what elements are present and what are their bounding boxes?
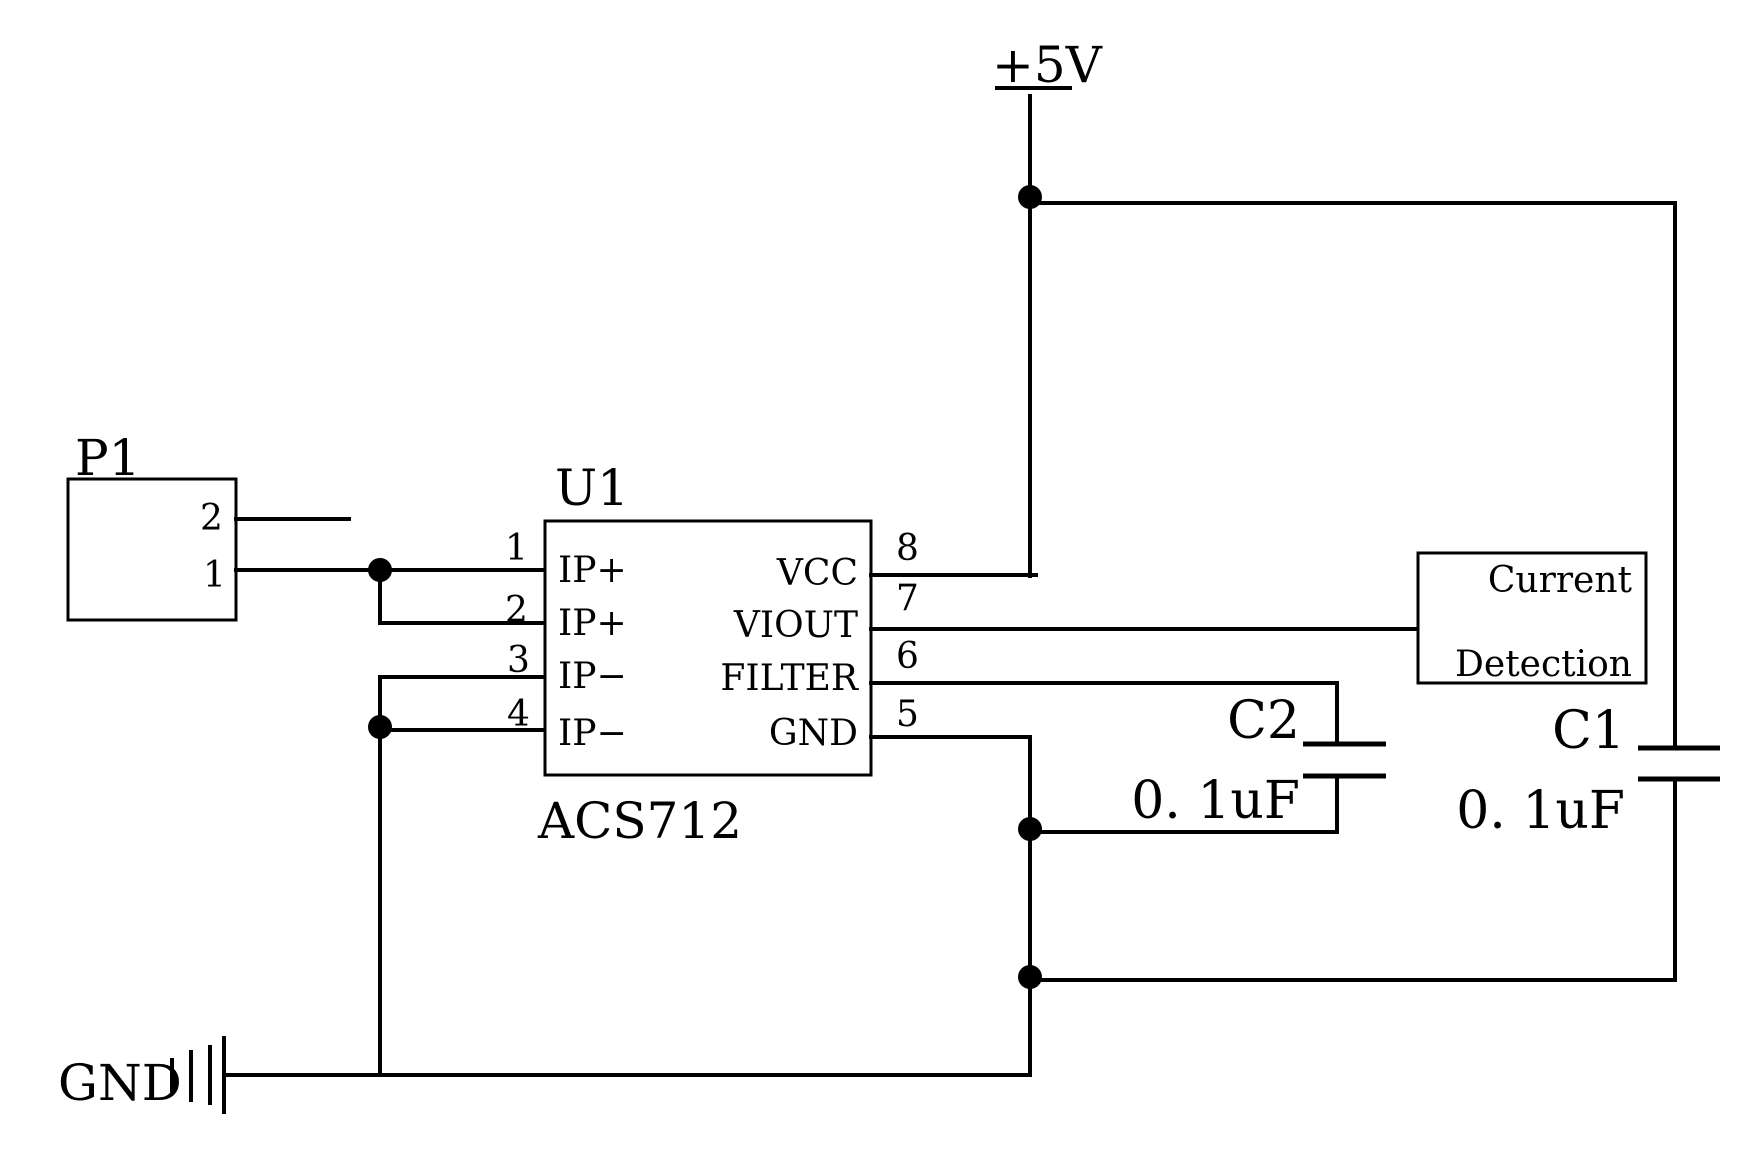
net-ip-plus — [368, 558, 547, 625]
ic-ref: U1 — [555, 459, 629, 517]
ic-pin-name-2: IP+ — [558, 603, 627, 644]
c1-ref: C1 — [1552, 701, 1625, 761]
ic-pin-name-5: GND — [769, 713, 858, 754]
ic-u1: U1 ACS712 1 2 3 4 IP+ IP+ IP− IP− 8 7 6 … — [505, 459, 1420, 850]
junction-c2-ground — [1018, 817, 1042, 841]
connector-body — [66, 477, 238, 622]
ground-net — [223, 735, 1042, 1077]
ic-pin-num-3: 3 — [507, 640, 530, 681]
ic-pin-name-8: VCC — [776, 553, 858, 594]
current-detection-line2: Detection — [1455, 644, 1632, 685]
ic-body — [543, 519, 873, 777]
c2-ref: C2 — [1227, 691, 1300, 751]
capacitor-c1: C1 0. 1uF — [1028, 701, 1720, 982]
ic-pin-num-6: 6 — [896, 636, 919, 677]
supply-5v: +5V — [992, 36, 1677, 750]
capacitor-c2: C2 0. 1uF — [1028, 681, 1386, 834]
ic-pin-name-1: IP+ — [558, 550, 627, 591]
c2-value: 0. 1uF — [1131, 771, 1300, 831]
connector-pin-2: 2 — [200, 498, 223, 539]
net-ip-minus — [368, 675, 547, 1077]
junction-ip-minus — [368, 715, 392, 739]
ic-part: ACS712 — [537, 792, 742, 850]
current-detection-box — [1416, 551, 1648, 685]
ic-pin-num-8: 8 — [896, 528, 919, 569]
ic-pin-num-7: 7 — [896, 578, 919, 619]
junction-c1-ground — [1018, 965, 1042, 989]
junction-ip-plus — [368, 558, 392, 582]
ic-pin-num-4: 4 — [507, 694, 530, 735]
ic-pin-name-4: IP− — [558, 713, 627, 754]
ground-label: GND — [58, 1054, 182, 1112]
ic-pin-name-3: IP− — [558, 656, 627, 697]
junction-supply — [1018, 185, 1042, 209]
ic-pin-num-2: 2 — [505, 590, 528, 631]
supply-label: +5V — [992, 36, 1103, 94]
c1-value: 0. 1uF — [1456, 781, 1625, 841]
ground-symbol: GND — [58, 1036, 226, 1114]
connector-pin-1: 1 — [203, 555, 226, 596]
ic-pin-name-7: VIOUT — [733, 605, 858, 646]
current-detection-line1: Current — [1488, 560, 1633, 601]
connector-ref: P1 — [75, 429, 140, 487]
ic-pin-num-1: 1 — [505, 528, 528, 569]
connector-p1: P1 2 1 — [66, 429, 547, 622]
ic-pin-name-6: FILTER — [720, 658, 858, 699]
ic-pin-num-5: 5 — [896, 694, 919, 735]
current-detection-block: Current Detection — [1416, 551, 1648, 685]
